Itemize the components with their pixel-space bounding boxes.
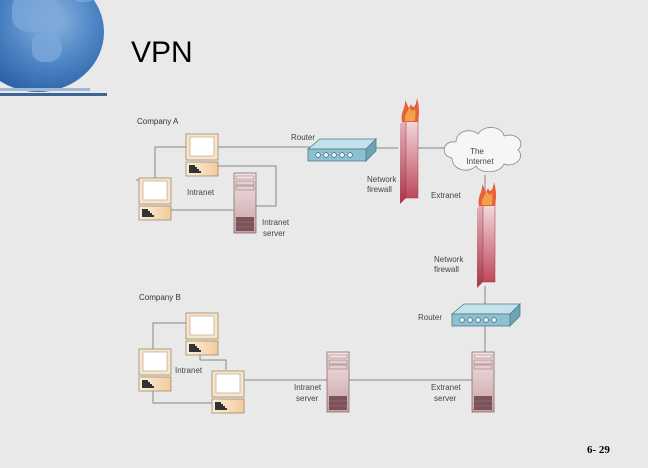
internet-cloud (443, 127, 522, 173)
company-a-router-label: Router (291, 133, 315, 142)
company-b-label: Company B (139, 293, 181, 302)
company-b-intranet-server-label-2: server (296, 394, 319, 403)
company-a-server-label-1: Intranet (262, 218, 290, 227)
company-a-firewall-label-2: firewall (367, 185, 392, 194)
company-b-computer-1 (185, 312, 219, 356)
company-b-extranet-server-label-1: Extranet (431, 383, 462, 392)
company-a-firewall-label-1: Network (367, 175, 397, 184)
company-a-server-label-2: server (263, 229, 286, 238)
company-b-computer-3 (211, 370, 245, 414)
company-a-firewall (399, 97, 420, 205)
company-b-intranet-server-label-1: Intranet (294, 383, 322, 392)
company-a-label: Company A (137, 117, 179, 126)
internet-label-2: Internet (466, 157, 494, 166)
header-divider-light (0, 88, 90, 91)
company-a-computer-2 (138, 177, 172, 221)
extranet-label: Extranet (431, 191, 462, 200)
company-b-firewall-label-1: Network (434, 255, 464, 264)
company-b-router-label: Router (418, 313, 442, 322)
company-b-extranet-server (471, 351, 495, 413)
company-a-intranet-label: Intranet (187, 188, 215, 197)
globe-icon (0, 0, 104, 92)
company-a-router (307, 138, 377, 162)
company-b-firewall (476, 181, 497, 289)
company-b-router (451, 303, 521, 327)
company-b-intranet-server (326, 351, 350, 413)
company-b-computer-2 (138, 348, 172, 392)
company-a-intranet-server (233, 172, 257, 234)
internet-label-1: The (470, 147, 484, 156)
header-divider-dark (0, 93, 107, 96)
company-a-computer-1 (185, 133, 219, 177)
company-b-firewall-label-2: firewall (434, 265, 459, 274)
page-number: 6- 29 (587, 444, 610, 456)
slide-title: VPN (131, 36, 193, 69)
company-b-extranet-server-label-2: server (434, 394, 457, 403)
company-b-intranet-label: Intranet (175, 366, 203, 375)
